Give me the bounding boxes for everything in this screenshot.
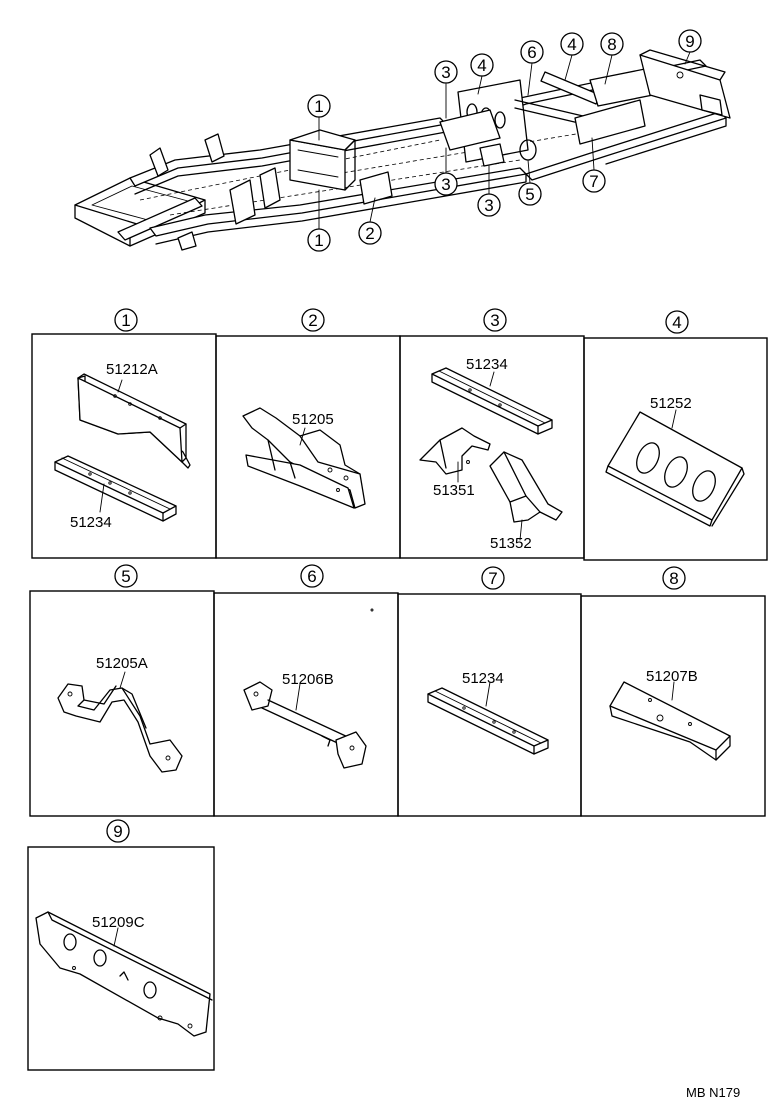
callout-1-bottom: 1 bbox=[307, 228, 331, 252]
svg-text:9: 9 bbox=[113, 822, 122, 841]
callout-4-right: 4 bbox=[560, 32, 584, 56]
svg-text:4: 4 bbox=[477, 56, 486, 75]
callout-3-low: 3 bbox=[477, 193, 501, 217]
svg-text:9: 9 bbox=[685, 32, 694, 51]
part-51351: 51351 bbox=[433, 482, 475, 499]
svg-text:6: 6 bbox=[527, 43, 536, 62]
svg-text:7: 7 bbox=[488, 569, 497, 588]
part-51205: 51205 bbox=[292, 411, 334, 428]
callout-4-left: 4 bbox=[470, 53, 494, 77]
frame-overview bbox=[74, 49, 731, 251]
panel-headers-row1: 1 2 3 4 bbox=[114, 308, 689, 334]
callout-6: 6 bbox=[520, 40, 544, 64]
panel-9-box bbox=[27, 846, 215, 1071]
callout-8: 8 bbox=[600, 32, 624, 56]
panel-6-header: 6 bbox=[300, 564, 324, 588]
panel-boxes-row1 bbox=[31, 333, 768, 561]
overview-leader-lines bbox=[318, 51, 691, 231]
callout-3-mid: 3 bbox=[434, 172, 458, 196]
part-51252: 51252 bbox=[650, 395, 692, 412]
panel-8-parts: 51207B bbox=[609, 668, 731, 761]
diagram-code: MB N179 bbox=[686, 1085, 740, 1100]
part-51234-p3: 51234 bbox=[466, 356, 508, 373]
callout-2: 2 bbox=[358, 221, 382, 245]
svg-text:5: 5 bbox=[525, 185, 534, 204]
callout-1-top: 1 bbox=[307, 94, 331, 118]
part-51209C: 51209C bbox=[92, 914, 145, 931]
panel-7-header: 7 bbox=[481, 566, 505, 590]
panel-1-header: 1 bbox=[114, 308, 138, 332]
panel-7-box bbox=[397, 593, 582, 817]
panel-4-box bbox=[583, 337, 768, 561]
part-51352: 51352 bbox=[490, 535, 532, 552]
svg-text:4: 4 bbox=[567, 35, 576, 54]
callout-5: 5 bbox=[518, 182, 542, 206]
panel-headers-row2: 5 6 7 8 bbox=[114, 564, 686, 590]
svg-text:1: 1 bbox=[121, 311, 130, 330]
svg-text:2: 2 bbox=[308, 311, 317, 330]
panel-8-box bbox=[580, 595, 766, 817]
panel-9-parts: 51209C bbox=[35, 911, 213, 1037]
panel-1-parts: 51212A 51234 bbox=[54, 361, 191, 531]
panel-5-header: 5 bbox=[114, 564, 138, 588]
svg-text:8: 8 bbox=[607, 35, 616, 54]
part-51234-p1: 51234 bbox=[70, 514, 112, 531]
svg-text:6: 6 bbox=[307, 567, 316, 586]
callout-7: 7 bbox=[582, 169, 606, 193]
part-51207B: 51207B bbox=[646, 668, 698, 685]
svg-text:1: 1 bbox=[314, 231, 323, 250]
panel-5-box bbox=[29, 590, 215, 817]
panel-2-parts: 51205 bbox=[242, 407, 366, 509]
part-51212A: 51212A bbox=[106, 361, 158, 378]
panel-3-parts: 51234 51351 51352 bbox=[419, 356, 563, 552]
callout-9: 9 bbox=[678, 29, 702, 53]
svg-text:2: 2 bbox=[365, 224, 374, 243]
part-51205A: 51205A bbox=[96, 655, 148, 672]
svg-text:3: 3 bbox=[484, 196, 493, 215]
panel-3-header: 3 bbox=[483, 308, 507, 332]
panel-4-parts: 51252 bbox=[605, 395, 745, 527]
part-51206B: 51206B bbox=[282, 671, 334, 688]
svg-text:5: 5 bbox=[121, 567, 130, 586]
panel-2-header: 2 bbox=[301, 308, 325, 332]
panel-4-header: 4 bbox=[665, 310, 689, 334]
svg-text:7: 7 bbox=[589, 172, 598, 191]
svg-text:3: 3 bbox=[441, 63, 450, 82]
panel-6-parts: 51206B bbox=[243, 671, 367, 769]
svg-text:4: 4 bbox=[672, 313, 681, 332]
panel-6-box bbox=[213, 592, 399, 817]
svg-text:8: 8 bbox=[669, 569, 678, 588]
svg-text:3: 3 bbox=[441, 175, 450, 194]
overview-callouts: 1 1 2 3 3 3 4 5 6 4 8 7 9 bbox=[307, 29, 702, 252]
panel-5-parts: 51205A bbox=[57, 655, 183, 773]
svg-text:3: 3 bbox=[490, 311, 499, 330]
panel-8-header: 8 bbox=[662, 566, 686, 590]
part-51234-p7: 51234 bbox=[462, 670, 504, 687]
panel-7-parts: 51234 bbox=[427, 670, 549, 755]
speck bbox=[370, 608, 374, 612]
panel-9-header: 9 bbox=[106, 819, 130, 843]
callout-3-top: 3 bbox=[434, 60, 458, 84]
panel-boxes-row2 bbox=[29, 590, 766, 817]
svg-text:1: 1 bbox=[314, 97, 323, 116]
